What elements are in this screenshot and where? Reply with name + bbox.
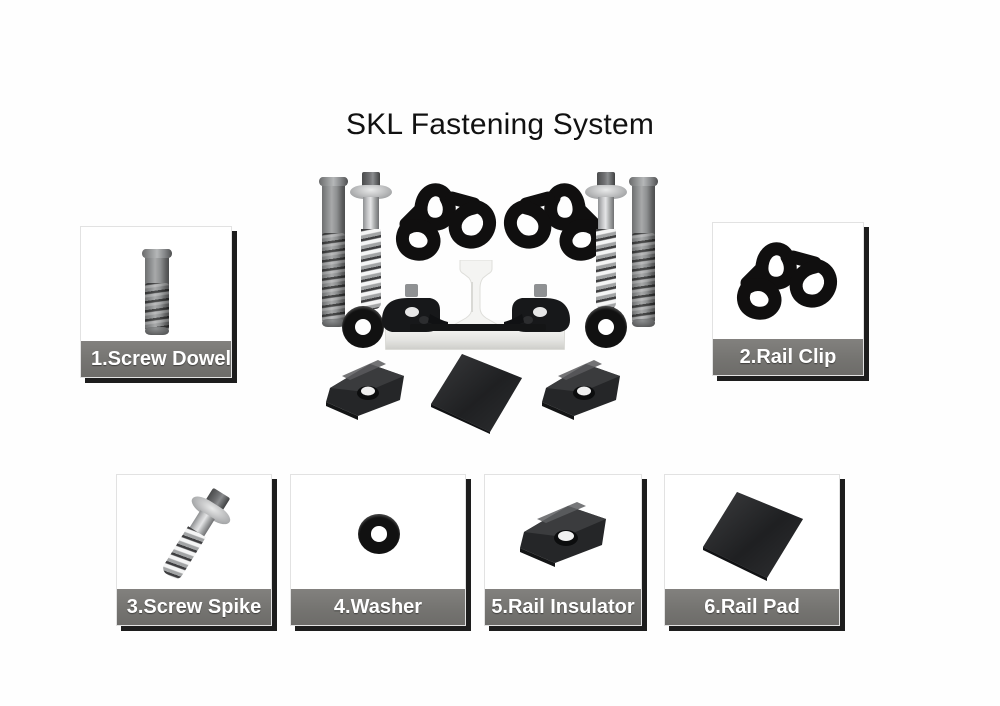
card-figure <box>665 475 839 589</box>
card-figure <box>81 227 231 341</box>
central-assembly <box>300 160 700 450</box>
rail-pad <box>428 352 526 434</box>
rail-insulator-left <box>322 360 408 420</box>
dowel-collar-icon <box>142 249 172 258</box>
rail-insulator-icon <box>515 501 611 567</box>
page-title: SKL Fastening System <box>345 108 655 141</box>
dowel-thread-icon <box>632 233 655 323</box>
washer-icon <box>358 514 400 554</box>
washer-right <box>585 306 627 348</box>
screw-dowel-right <box>629 177 658 327</box>
dowel-collar-icon <box>319 177 348 186</box>
spike-thread-icon <box>160 526 206 582</box>
spike-thread-icon <box>361 229 381 309</box>
screw-dowel-icon <box>142 249 172 335</box>
legend-card-label: 1.Screw Dowel <box>81 341 231 377</box>
spike-shank-icon <box>598 197 614 231</box>
legend-card-screw-spike[interactable]: 3.Screw Spike <box>116 474 272 626</box>
legend-card-rail-insulator[interactable]: 5.Rail Insulator <box>484 474 642 626</box>
dowel-thread-icon <box>145 283 169 331</box>
clip-tie-bar <box>410 324 546 331</box>
dowel-tip-icon <box>632 319 655 327</box>
dowel-tip-icon <box>322 319 345 327</box>
spike-head-icon <box>362 172 380 188</box>
spike-shank-icon <box>363 197 379 231</box>
mounted-clip-right <box>504 284 574 336</box>
screw-spike-icon <box>134 475 256 589</box>
card-figure <box>291 475 465 589</box>
legend-card-rail-clip[interactable]: 2.Rail Clip <box>712 222 864 376</box>
legend-card-rail-pad[interactable]: 6.Rail Pad <box>664 474 840 626</box>
rail-clip-left <box>395 180 506 272</box>
legend-card-label: 2.Rail Clip <box>713 339 863 375</box>
spike-flange-icon <box>585 185 627 199</box>
screw-dowel-left <box>319 177 348 327</box>
legend-card-screw-dowel[interactable]: 1.Screw Dowel <box>80 226 232 378</box>
legend-card-label: 5.Rail Insulator <box>485 589 641 625</box>
spike-flange-icon <box>350 185 392 199</box>
legend-card-washer[interactable]: 4.Washer <box>290 474 466 626</box>
rail-clip-icon <box>736 239 847 331</box>
washer-left <box>342 306 384 348</box>
spike-thread-icon <box>596 229 616 309</box>
screw-spike-left <box>348 172 394 316</box>
card-figure <box>485 475 641 589</box>
card-figure <box>713 223 863 339</box>
legend-card-label: 4.Washer <box>291 589 465 625</box>
card-figure <box>117 475 271 589</box>
spike-head-icon <box>597 172 615 188</box>
dowel-tip-icon <box>145 327 169 335</box>
rail-pad-icon <box>699 489 807 581</box>
screw-spike-right <box>583 172 629 316</box>
dowel-collar-icon <box>629 177 658 186</box>
rail-insulator-right <box>538 360 624 420</box>
dowel-thread-icon <box>322 233 345 323</box>
legend-card-label: 6.Rail Pad <box>665 589 839 625</box>
legend-card-label: 3.Screw Spike <box>117 589 271 625</box>
